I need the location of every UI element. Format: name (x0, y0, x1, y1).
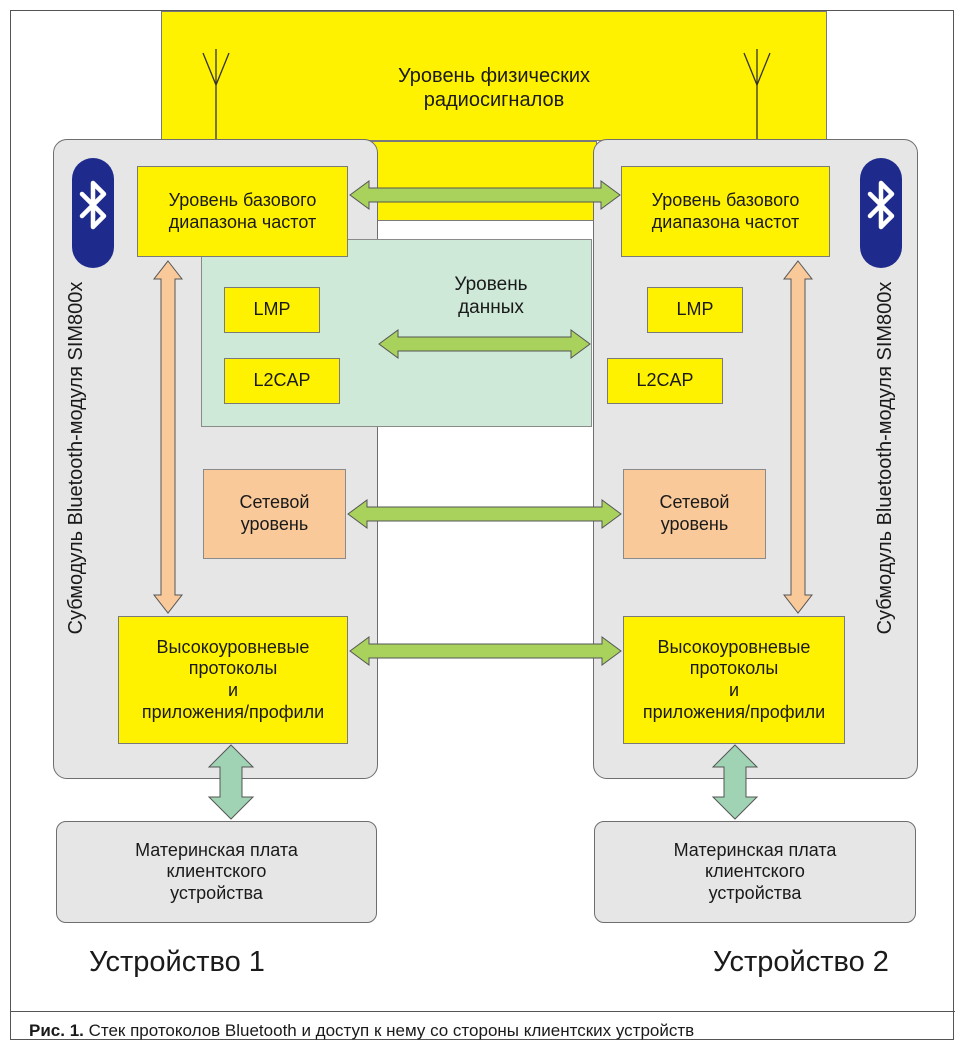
lmp-box-left: LMP (224, 287, 320, 333)
caption-divider (11, 1011, 955, 1012)
arrow-network (347, 499, 622, 529)
arrow-data-layer (378, 329, 591, 359)
high-level-protocols-left: Высокоуровневые протоколы и приложения/п… (118, 616, 348, 744)
l2cap-box-left: L2CAP (224, 358, 340, 404)
arrow-vertical-left (152, 260, 184, 614)
motherboard-right: Материнская плата клиентского устройства (594, 821, 916, 923)
antenna-icon (743, 49, 771, 139)
bluetooth-icon (72, 158, 114, 268)
baseband-layer-left: Уровень базового диапазона частот (137, 166, 348, 257)
diagram-graphics (72, 49, 902, 820)
network-layer-right: Сетевой уровень (623, 469, 766, 559)
arrow-motherboard-right (711, 744, 759, 820)
caption-body: Стек протоколов Bluetooth и доступ к нем… (83, 1021, 695, 1040)
arrow-motherboard-left (207, 744, 255, 820)
antenna-icon (202, 49, 230, 139)
arrow-high-level (349, 636, 622, 666)
physical-layer-box (161, 11, 827, 141)
arrow-baseband (349, 180, 621, 210)
physical-layer-label: Уровень физических радиосигналов (397, 65, 591, 111)
device-1-label: Устройство 1 (89, 946, 265, 978)
baseband-layer-right: Уровень базового диапазона частот (621, 166, 830, 257)
lmp-box-right: LMP (647, 287, 743, 333)
arrow-vertical-right (782, 260, 814, 614)
data-layer-label: Уровень данных (454, 274, 528, 318)
device-2-label: Устройство 2 (713, 946, 889, 978)
high-level-protocols-right: Высокоуровневые протоколы и приложения/п… (623, 616, 845, 744)
network-layer-left: Сетевой уровень (203, 469, 346, 559)
bluetooth-icon (860, 158, 902, 268)
l2cap-box-right: L2CAP (607, 358, 723, 404)
caption-prefix: Рис. 1. (29, 1021, 84, 1040)
figure-frame: Уровень физических радиосигналов Уровень… (10, 10, 955, 1041)
figure-caption: Рис. 1. Стек протоколов Bluetooth и дост… (29, 1021, 694, 1041)
motherboard-left: Материнская плата клиентского устройства (56, 821, 377, 923)
